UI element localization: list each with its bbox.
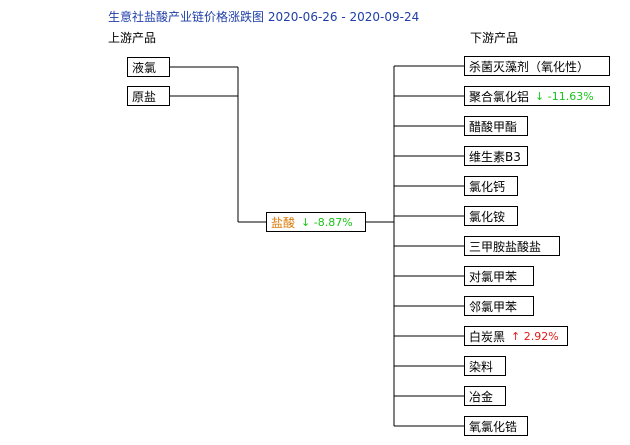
price-change-value: 2.92% [523,329,559,343]
product-name: 维生素B3 [469,149,521,164]
downstream-node[interactable]: 对氯甲苯 [464,266,534,286]
downstream-node[interactable]: 三甲胺盐酸盐 [464,236,560,256]
downstream-node[interactable]: 醋酸甲酯 [464,116,528,136]
product-name: 冶金 [469,389,494,404]
chart-title: 生意社盐酸产业链价格涨跌图 2020-06-26 - 2020-09-24 [108,10,420,24]
downstream-node[interactable]: 氯化铵 [464,206,518,226]
product-name: 氧氯化锆 [469,419,518,434]
product-name: 杀菌灭藻剂（氧化性） [469,59,590,74]
downstream-node[interactable]: 白炭黑 ↑ 2.92% [464,326,568,346]
product-name: 盐酸 [271,215,296,230]
downstream-node[interactable]: 聚合氯化铝 ↓ -11.63% [464,86,610,106]
downstream-node[interactable]: 维生素B3 [464,146,528,166]
product-name: 液氯 [132,60,157,75]
product-name: 氯化铵 [469,209,506,224]
downstream-node[interactable]: 氯化钙 [464,176,518,196]
product-name: 醋酸甲酯 [469,119,518,134]
arrow-up-icon: ↑ [511,329,521,343]
product-name: 三甲胺盐酸盐 [469,239,542,254]
center-node[interactable]: 盐酸 ↓ -8.87% [266,212,366,232]
arrow-down-icon: ↓ [301,215,311,229]
upstream-section-label: 上游产品 [108,31,157,45]
price-change-value: -11.63% [547,89,594,103]
price-change-value: -8.87% [313,215,353,229]
arrow-down-icon: ↓ [535,89,545,103]
product-name: 染料 [469,359,494,374]
product-name: 白炭黑 [469,329,506,344]
downstream-node[interactable]: 氧氯化锆 [464,416,528,436]
product-name: 氯化钙 [469,179,506,194]
upstream-node[interactable]: 原盐 [127,86,170,106]
downstream-node[interactable]: 冶金 [464,386,506,406]
product-name: 邻氯甲苯 [469,299,518,314]
downstream-section-label: 下游产品 [470,31,519,45]
product-name: 对氯甲苯 [469,269,518,284]
upstream-node[interactable]: 液氯 [127,57,170,77]
price-change: ↓ -11.63% [535,90,594,103]
downstream-node[interactable]: 邻氯甲苯 [464,296,534,316]
downstream-node[interactable]: 杀菌灭藻剂（氧化性） [464,56,610,76]
price-change: ↑ 2.92% [511,330,559,343]
product-name: 聚合氯化铝 [469,89,530,104]
product-name: 原盐 [132,89,157,104]
price-change: ↓ -8.87% [301,216,353,229]
downstream-node[interactable]: 染料 [464,356,506,376]
